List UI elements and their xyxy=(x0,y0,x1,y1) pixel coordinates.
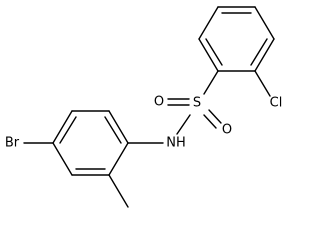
atom-oxygen-left: O xyxy=(154,95,164,110)
bond-s-o2 xyxy=(203,114,217,129)
bond-c-s xyxy=(203,70,219,95)
bond-methyl xyxy=(108,174,129,208)
atom-oxygen-right: O xyxy=(222,123,232,138)
bond xyxy=(108,142,129,176)
molecule-structure: S O O NH Cl Br xyxy=(5,6,283,208)
bromophenyl-ring xyxy=(52,110,129,176)
bond xyxy=(254,6,275,40)
double-bond-inner xyxy=(104,116,122,144)
double-bond-inner xyxy=(250,38,268,66)
atom-bromine: Br xyxy=(5,136,20,151)
atom-chlorine: Cl xyxy=(270,96,283,111)
bond xyxy=(198,38,219,72)
bond-c-cl xyxy=(254,70,271,97)
atom-nh: NH xyxy=(166,136,186,151)
atom-sulfur: S xyxy=(193,96,201,111)
bond xyxy=(198,6,219,40)
bond xyxy=(52,142,73,176)
bond-s-n xyxy=(176,114,191,135)
bond xyxy=(108,110,129,144)
bond xyxy=(52,110,73,144)
double-bond-inner xyxy=(59,116,77,144)
bond xyxy=(254,38,275,72)
double-bond-inner xyxy=(205,38,223,66)
bond-s-o2 xyxy=(208,109,222,124)
chlorophenyl-ring xyxy=(198,6,275,72)
